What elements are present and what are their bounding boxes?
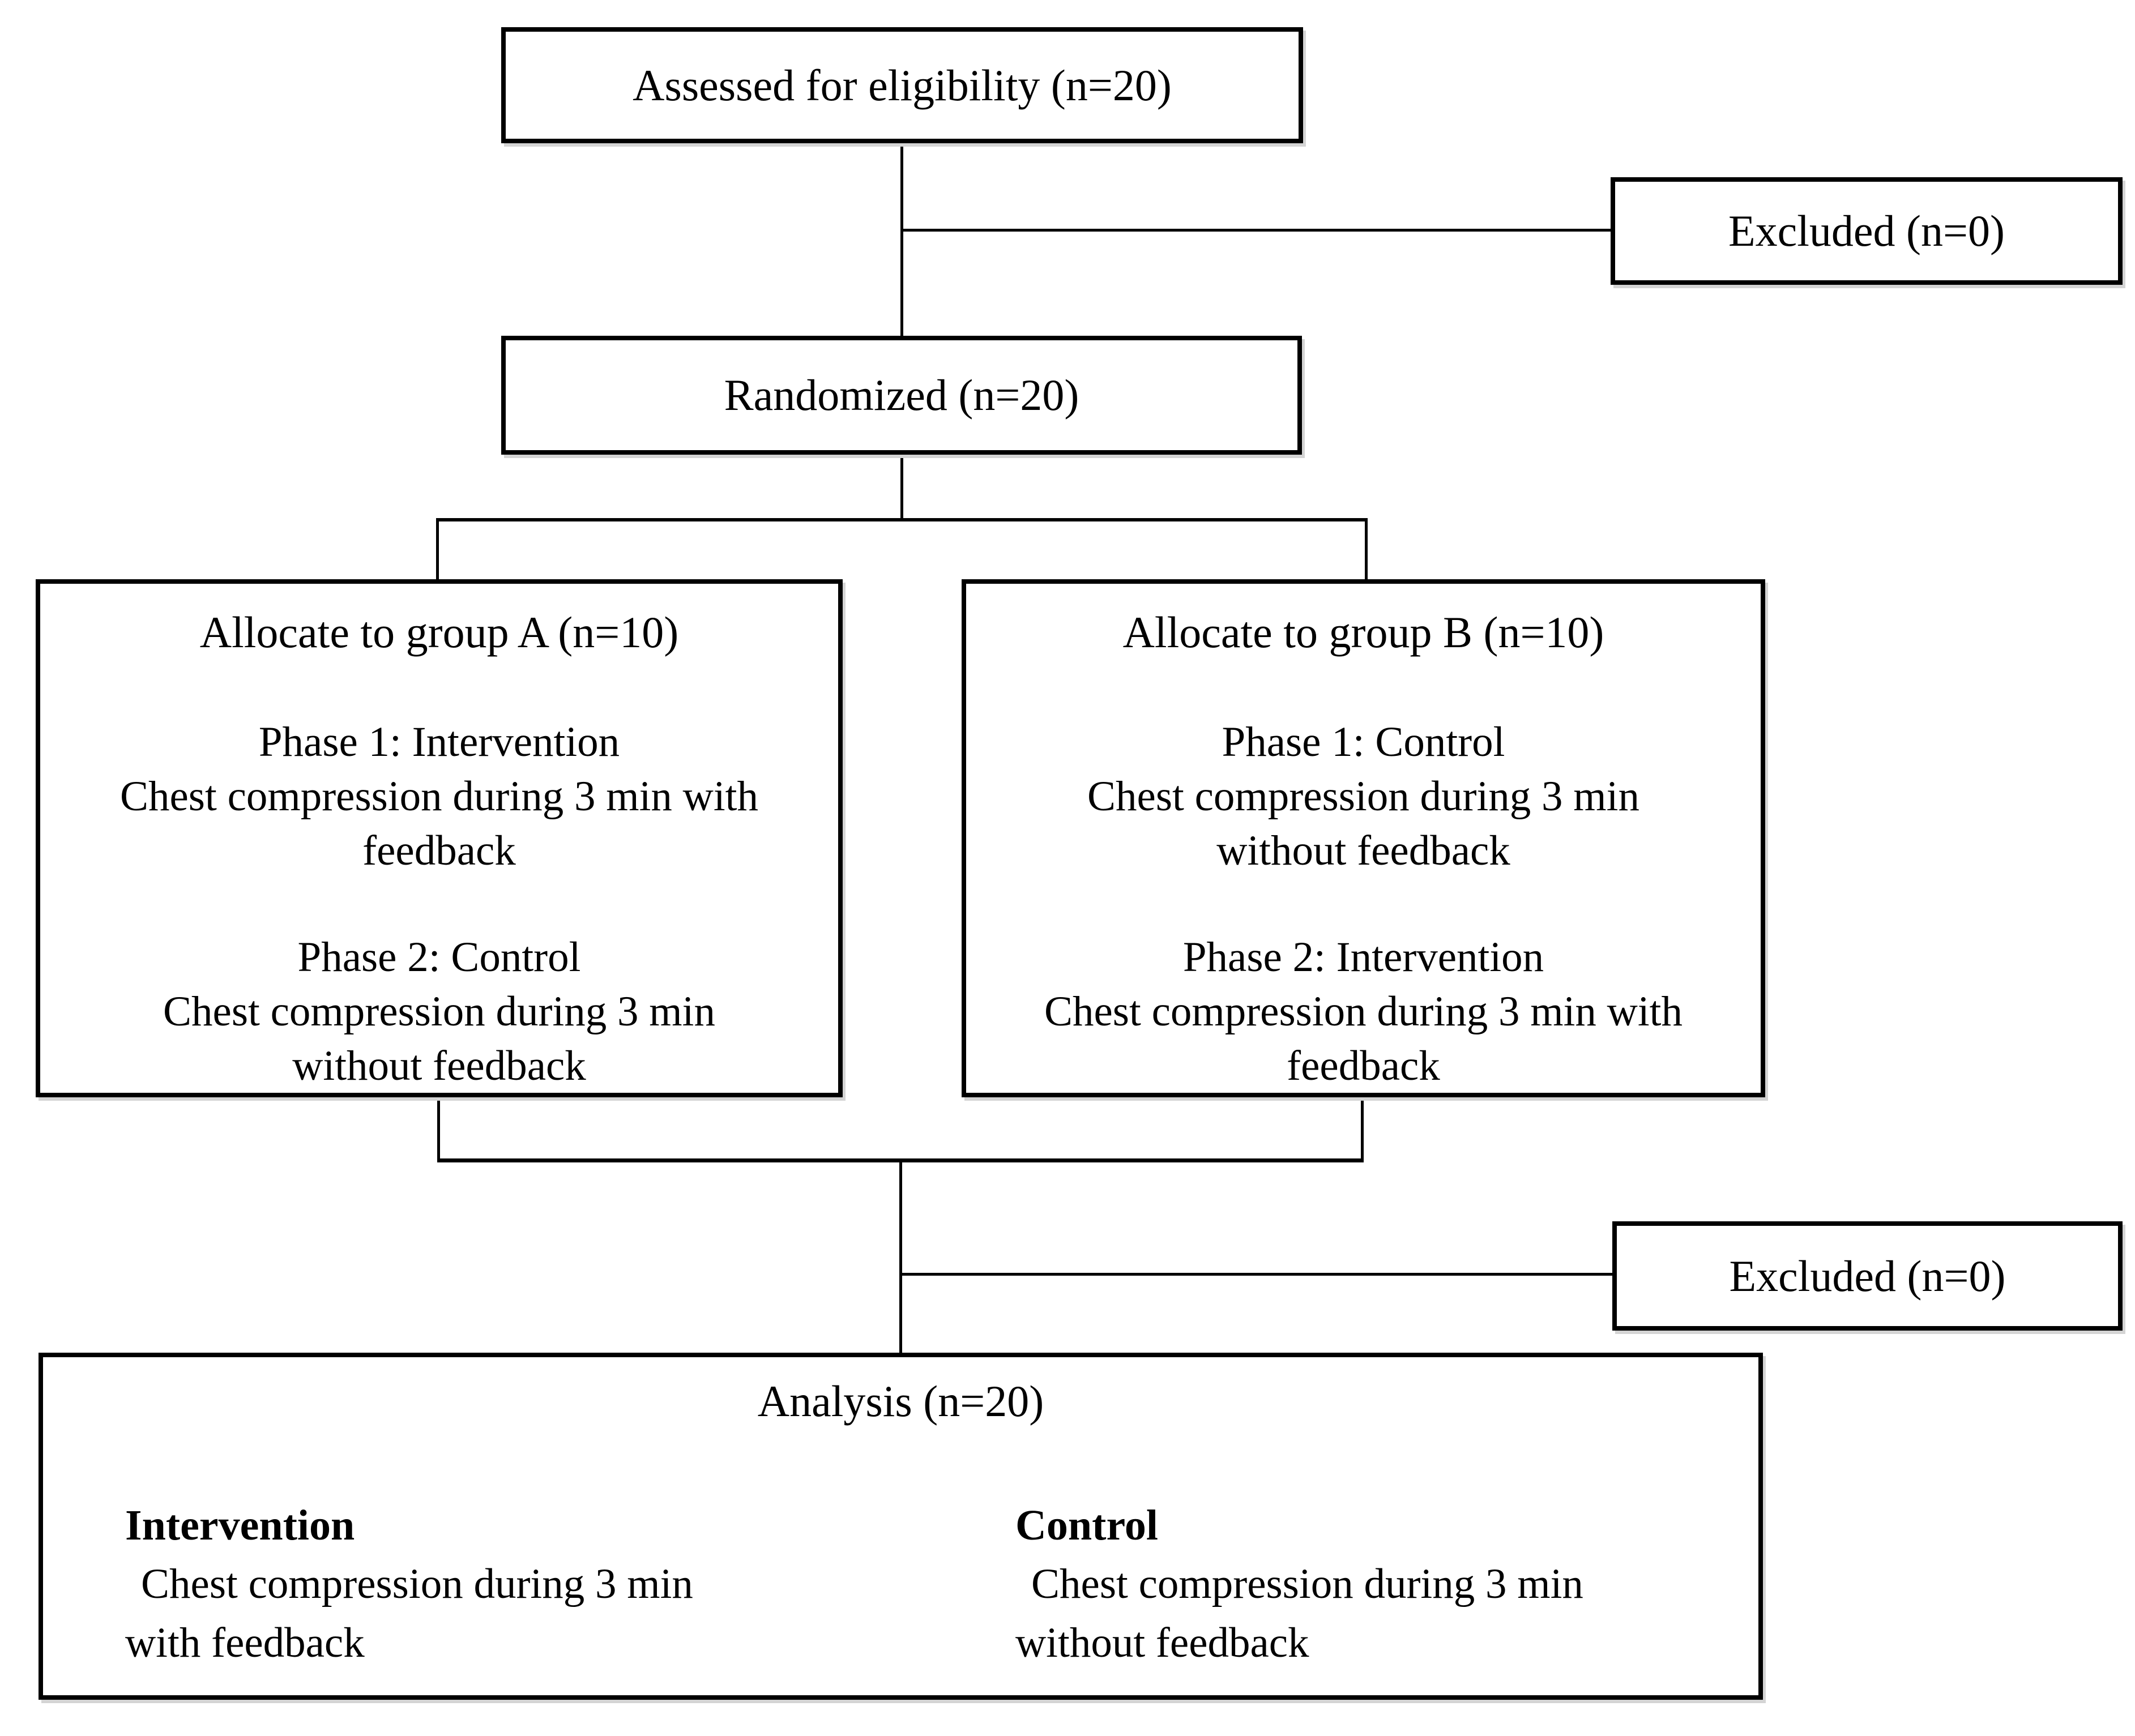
analysis-intervention-heading: Intervention: [125, 1502, 355, 1549]
assessed-box: Assessed for eligibility (n=20): [501, 27, 1303, 143]
group-a-phase2-detail-line1: Chest compression during 3 min: [163, 988, 715, 1035]
connector-group-a-to-join: [437, 1096, 440, 1162]
group-a-title: Allocate to group A (n=10): [199, 608, 679, 657]
analysis-control-detail-line2: without feedback: [1015, 1619, 1309, 1666]
excluded-bottom-label: Excluded (n=0): [1729, 1251, 2006, 1301]
group-a-phase2-title: Phase 2: Control: [297, 934, 581, 981]
analysis-intervention-column: Intervention Chest compression during 3 …: [125, 1496, 884, 1673]
group-b-phase1-title: Phase 1: Control: [1222, 719, 1505, 766]
group-b-phase2: Phase 2: Intervention Chest compression …: [979, 930, 1749, 1093]
connector-branch-excluded-bottom: [899, 1273, 1612, 1276]
group-a-phase2: Phase 2: Control Chest compression durin…: [54, 930, 825, 1093]
excluded-top-box: Excluded (n=0): [1611, 177, 2123, 285]
group-b-phase2-title: Phase 2: Intervention: [1182, 934, 1544, 981]
analysis-control-detail-line1: Chest compression during 3 min: [1031, 1560, 1583, 1607]
connector-assessed-to-randomized: [900, 143, 903, 338]
group-a-box: Allocate to group A (n=10) Phase 1: Inte…: [36, 579, 843, 1097]
analysis-intervention-detail-line2: with feedback: [125, 1619, 365, 1666]
connector-join-bar: [437, 1158, 1364, 1162]
connector-randomized-to-split: [900, 454, 903, 521]
randomized-label: Randomized (n=20): [724, 370, 1079, 420]
randomized-box: Randomized (n=20): [501, 336, 1302, 455]
connector-join-to-analysis: [899, 1161, 902, 1353]
group-a-phase2-detail-line2: without feedback: [292, 1042, 586, 1089]
connector-branch-excluded-top: [900, 229, 1611, 232]
connector-split-to-group-b: [1365, 520, 1368, 581]
group-a-phase1-title: Phase 1: Intervention: [258, 719, 620, 766]
group-b-phase1-detail-line1: Chest compression during 3 min: [1087, 773, 1639, 820]
group-b-box: Allocate to group B (n=10) Phase 1: Cont…: [962, 579, 1765, 1097]
analysis-box: Analysis (n=20) Intervention Chest compr…: [39, 1353, 1763, 1700]
excluded-top-label: Excluded (n=0): [1728, 206, 2005, 256]
assessed-label: Assessed for eligibility (n=20): [633, 60, 1172, 110]
group-b-phase1: Phase 1: Control Chest compression durin…: [979, 715, 1749, 878]
group-b-phase1-detail-line2: without feedback: [1216, 827, 1510, 874]
group-a-phase1: Phase 1: Intervention Chest compression …: [54, 715, 825, 878]
excluded-bottom-box: Excluded (n=0): [1612, 1221, 2123, 1331]
group-b-phase2-detail-line1: Chest compression during 3 min with: [1044, 988, 1683, 1035]
connector-group-b-to-join: [1361, 1096, 1364, 1162]
analysis-title: Analysis (n=20): [757, 1376, 1044, 1426]
group-b-title: Allocate to group B (n=10): [1122, 608, 1604, 657]
analysis-control-column: Control Chest compression during 3 min w…: [1015, 1496, 1774, 1673]
analysis-control-heading: Control: [1015, 1502, 1158, 1549]
group-b-phase2-detail-line2: feedback: [1287, 1042, 1440, 1089]
connector-split-to-group-a: [436, 520, 439, 581]
analysis-intervention-detail-line1: Chest compression during 3 min: [141, 1560, 693, 1607]
group-a-phase1-detail-line2: feedback: [362, 827, 516, 874]
connector-split-bar: [436, 518, 1368, 521]
group-a-phase1-detail-line1: Chest compression during 3 min with: [119, 773, 758, 820]
